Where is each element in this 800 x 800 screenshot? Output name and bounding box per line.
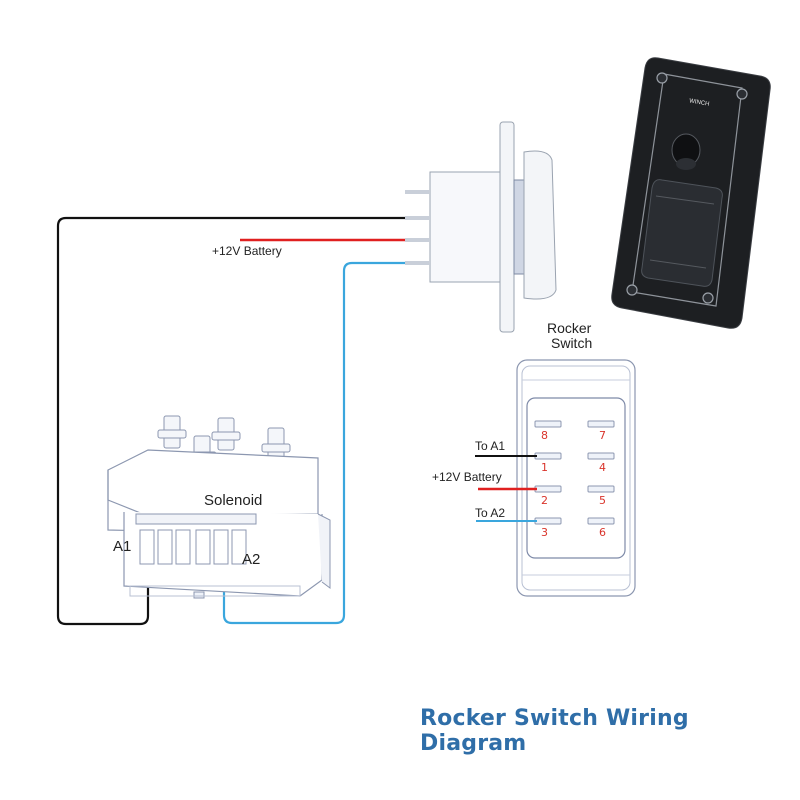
rocker-pin-7: 7 <box>599 429 606 442</box>
rocker-pin-1: 1 <box>541 461 548 474</box>
rocker-pin-3: 3 <box>541 526 548 539</box>
side-battery-label: +12V Battery <box>212 244 282 258</box>
rocker-pin-8: 8 <box>541 429 548 442</box>
solenoid <box>107 415 331 599</box>
rocker-switch-front <box>475 359 636 597</box>
rocker-contacts <box>534 420 615 525</box>
rocker-wire-label-battery: +12V Battery <box>432 470 502 484</box>
rocker-wire-label-a2: To A2 <box>475 506 506 520</box>
rocker-title-line2: Switch <box>551 335 593 351</box>
solenoid-label: Solenoid <box>204 492 263 509</box>
winch-switch-panel <box>611 57 771 329</box>
rocker-title-line1: Rocker <box>547 320 592 336</box>
diagram-caption: Rocker Switch Wiring Diagram <box>420 706 689 756</box>
rocker-wire-label-a1: To A1 <box>475 439 506 453</box>
terminal-a1-label: A1 <box>113 538 132 555</box>
switch-side-view <box>405 121 557 333</box>
terminal-a2-label: A2 <box>242 551 261 568</box>
rocker-pin-5: 5 <box>599 494 606 507</box>
rocker-pin-4: 4 <box>599 461 606 474</box>
rocker-pin-2: 2 <box>541 494 548 507</box>
black-wire-main <box>56 216 405 626</box>
blue-wire-main <box>222 261 405 625</box>
rocker-pin-6: 6 <box>599 526 606 539</box>
